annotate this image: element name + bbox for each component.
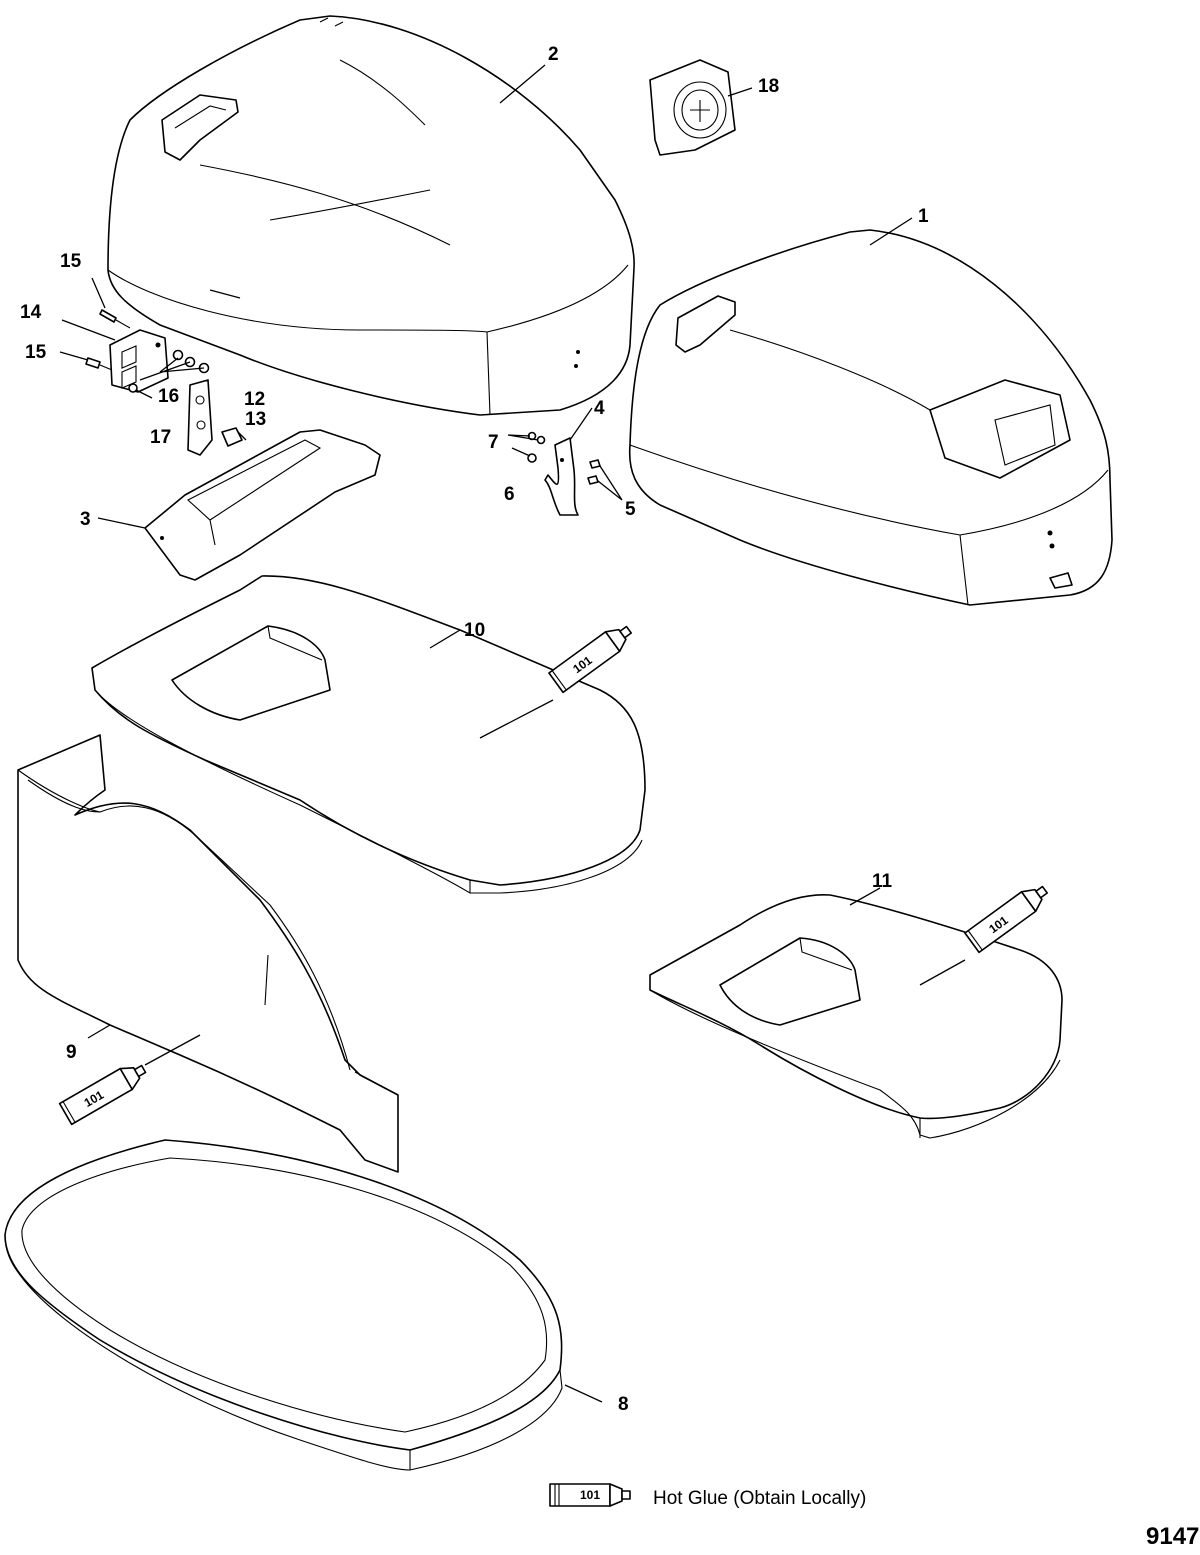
callout-12: 12 xyxy=(244,389,265,410)
callout-3: 3 xyxy=(80,509,91,530)
callout-2: 2 xyxy=(548,44,559,65)
latch-bracket-part-14 xyxy=(109,329,169,393)
nuts-part-7 xyxy=(527,431,546,445)
callout-7: 7 xyxy=(488,432,499,453)
latch-plate-part-12 xyxy=(187,379,213,456)
callout-14: 14 xyxy=(20,302,42,323)
screws-part-5 xyxy=(587,459,601,485)
callout-15-upper: 15 xyxy=(60,251,82,272)
seal-part-8 xyxy=(4,1139,563,1471)
figure-number: 9147 xyxy=(1146,1523,1199,1550)
bolt-part-13 xyxy=(221,427,243,447)
cowl-assembly-part-1 xyxy=(628,229,1113,606)
callout-5: 5 xyxy=(625,499,636,520)
screw-part-15-lower xyxy=(85,357,113,371)
legend-glue-tube-icon: 101 xyxy=(549,1483,631,1507)
latch-lever-part-3 xyxy=(144,429,381,581)
emblem-part-18 xyxy=(649,59,736,156)
callout-9: 9 xyxy=(66,1042,77,1063)
callout-11: 11 xyxy=(872,871,893,892)
callout-numbers: 2 1 18 15 14 15 16 17 12 13 3 4 5 6 7 10… xyxy=(20,44,929,1415)
hook-part-4 xyxy=(544,437,579,516)
callout-16: 16 xyxy=(158,386,179,407)
nut-part-17 xyxy=(128,383,138,393)
callout-18: 18 xyxy=(758,76,779,97)
callout-1: 1 xyxy=(918,206,929,227)
glue-tube-icon-liner-9: 101 xyxy=(58,1064,147,1126)
callout-17: 17 xyxy=(150,427,171,448)
callout-6: 6 xyxy=(504,484,515,505)
screw-part-15-upper xyxy=(99,309,131,329)
callout-10: 10 xyxy=(464,620,485,641)
callout-8: 8 xyxy=(618,1394,629,1415)
callout-leaders xyxy=(59,64,913,1403)
legend: 101 Hot Glue (Obtain Locally) xyxy=(549,1483,866,1509)
legend-text: Hot Glue (Obtain Locally) xyxy=(653,1488,866,1509)
callout-13: 13 xyxy=(245,409,266,430)
glue-tube-icon-pad-11: 101 xyxy=(964,885,1048,954)
legend-tube-label: 101 xyxy=(580,1488,600,1502)
top-cowl-part-2 xyxy=(107,15,635,416)
foam-pad-part-10 xyxy=(91,575,646,894)
washer-part-16 xyxy=(172,349,210,374)
glue-tube-icon-pad-10: 101 xyxy=(548,625,632,694)
callout-15-lower: 15 xyxy=(25,342,47,363)
callout-4: 4 xyxy=(594,398,605,419)
foam-pad-part-11 xyxy=(649,894,1063,1139)
